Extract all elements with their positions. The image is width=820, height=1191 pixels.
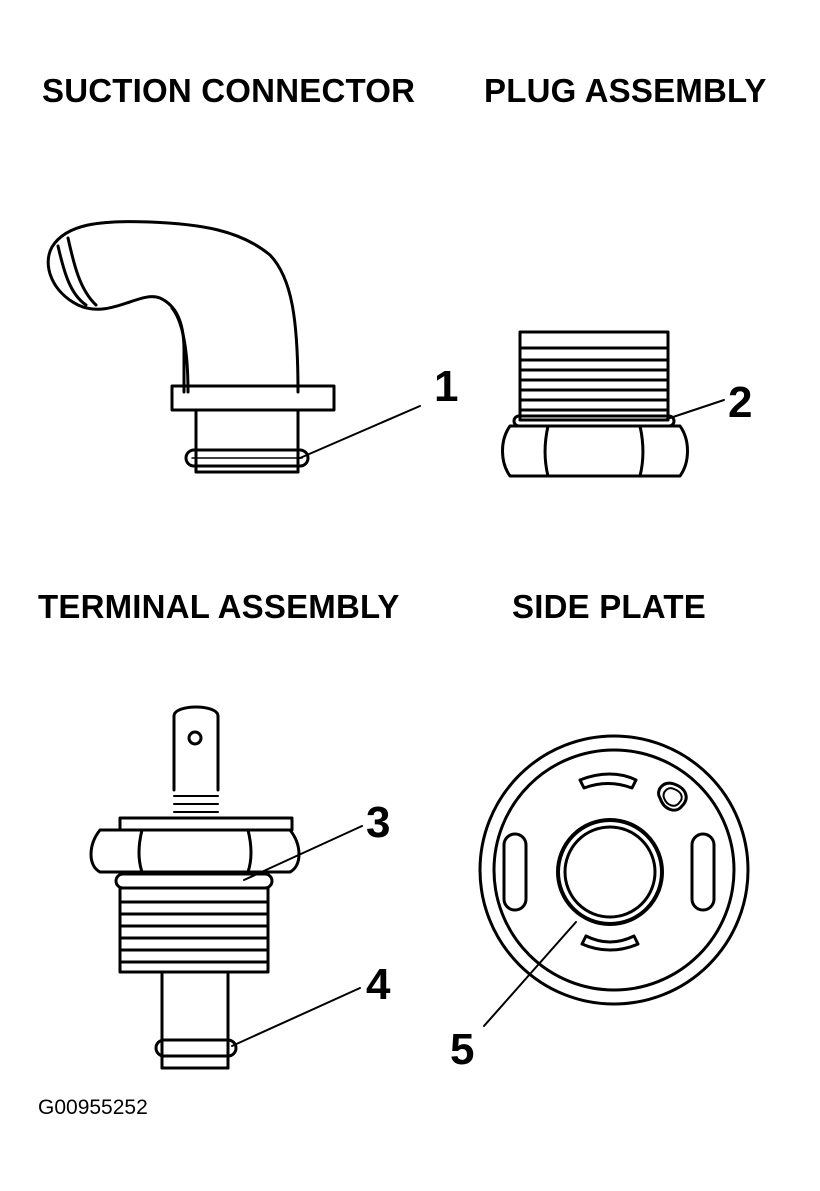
figure-id: G00955252: [38, 1096, 148, 1119]
callout-2-label: 2: [728, 378, 753, 427]
suction-connector-drawing: [46, 220, 336, 474]
plug-assembly-drawing: [501, 330, 689, 478]
side-plate-drawing: [478, 734, 750, 1006]
callout-4-label: 4: [366, 960, 391, 1009]
callout-3-label: 3: [366, 798, 391, 847]
suction-connector-title: SUCTION CONNECTOR: [42, 72, 416, 109]
side-plate-title: SIDE PLATE: [512, 588, 706, 625]
leader-lines: [231, 399, 725, 1047]
plug-assembly-title: PLUG ASSEMBLY: [484, 72, 767, 109]
terminal-assembly-drawing: [89, 705, 301, 1070]
callout-5-label: 5: [450, 1025, 475, 1074]
callout-1-label: 1: [434, 362, 459, 411]
terminal-assembly-title: TERMINAL ASSEMBLY: [38, 588, 400, 625]
